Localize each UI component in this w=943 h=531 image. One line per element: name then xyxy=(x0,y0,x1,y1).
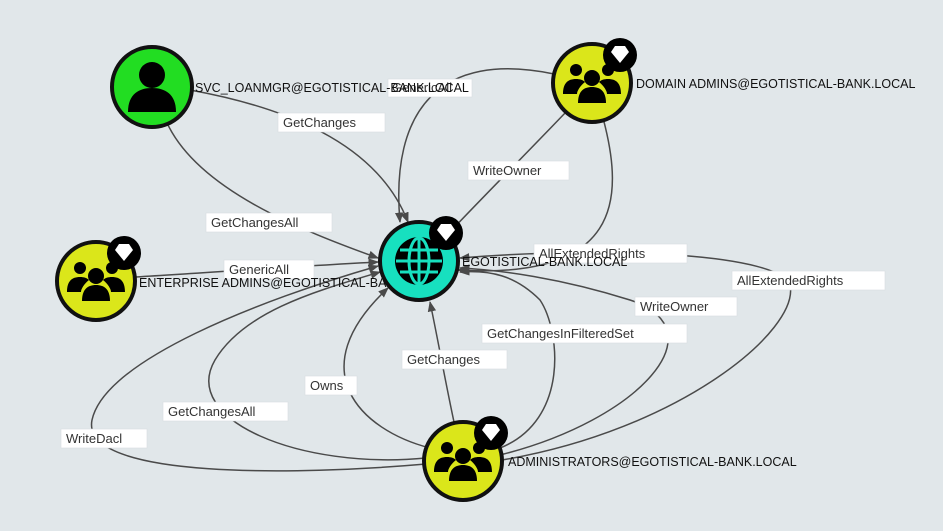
svg-text:Owns: Owns xyxy=(310,378,344,393)
edge-label-adm-writeowner[interactable]: WriteOwner xyxy=(634,296,738,317)
group-icon xyxy=(434,442,492,481)
edge-label-ea-genericall[interactable]: GenericAll xyxy=(223,259,315,280)
node-domain-label: EGOTISTICAL-BANK.LOCAL xyxy=(462,255,627,269)
edge-label-adm-getchangesinfilteredset[interactable]: GetChangesInFilteredSet xyxy=(481,323,688,344)
edge-da-allextendedrights[interactable] xyxy=(456,117,614,275)
edge-svc-getchangesall[interactable] xyxy=(167,124,379,259)
edge-svc-getchanges[interactable] xyxy=(189,89,409,223)
edge-label-da-genericall[interactable]: GenericAll xyxy=(387,78,473,98)
svg-text:GetChanges: GetChanges xyxy=(407,352,480,367)
svg-text:GenericAll: GenericAll xyxy=(229,262,289,277)
globe-icon xyxy=(395,236,443,286)
svg-text:GetChanges: GetChanges xyxy=(283,115,356,130)
node-domain-admins[interactable]: DOMAIN ADMINS@EGOTISTICAL-BANK.LOCAL xyxy=(551,38,915,124)
edge-adm-getchangesinfilteredset[interactable] xyxy=(458,267,556,449)
svg-text:WriteOwner: WriteOwner xyxy=(640,299,709,314)
edge-label-adm-getchangesall[interactable]: GetChangesAll xyxy=(162,401,289,422)
diamond-icon xyxy=(429,216,463,250)
edge-label-adm-owns[interactable]: Owns xyxy=(304,375,358,396)
svg-text:GenericAll: GenericAll xyxy=(392,80,452,95)
edge-label-svc-getchanges[interactable]: GetChanges xyxy=(277,112,386,133)
diamond-icon xyxy=(107,236,141,270)
svg-text:AllExtendedRights: AllExtendedRights xyxy=(737,273,844,288)
diamond-icon xyxy=(474,416,508,450)
node-svc-loanmgr[interactable]: SVC_LOANMGR@EGOTISTICAL-BANK.LOCAL xyxy=(110,45,469,129)
edge-adm-getchangesall[interactable] xyxy=(208,270,427,461)
edge-label-da-allextendedrights[interactable]: AllExtendedRights xyxy=(533,243,688,264)
edge-adm-writedacl[interactable] xyxy=(91,264,427,472)
node-enterprise-admins-label: ENTERPRISE ADMINS@EGOTISTICAL-BANK.LOCAL xyxy=(139,276,448,290)
node-domain-admins-label: DOMAIN ADMINS@EGOTISTICAL-BANK.LOCAL xyxy=(636,77,915,91)
edge-label-svc-getchangesall[interactable]: GetChangesAll xyxy=(205,212,333,233)
edge-label-adm-allextendedrights[interactable]: AllExtendedRights xyxy=(731,270,886,291)
node-administrators[interactable]: ADMINISTRATORS@EGOTISTICAL-BANK.LOCAL xyxy=(422,416,797,502)
node-administrators-label: ADMINISTRATORS@EGOTISTICAL-BANK.LOCAL xyxy=(508,455,797,469)
svg-text:WriteOwner: WriteOwner xyxy=(473,163,542,178)
edge-label-adm-getchanges[interactable]: GetChanges xyxy=(401,349,508,370)
edge-label-adm-writedacl[interactable]: WriteDacl xyxy=(60,428,148,449)
diamond-icon xyxy=(603,38,637,72)
edge-labels-layer: GetChanges GetChangesAll GenericAll Writ… xyxy=(60,78,886,449)
node-enterprise-admins[interactable]: ENTERPRISE ADMINS@EGOTISTICAL-BANK.LOCAL xyxy=(55,236,448,322)
svg-text:WriteDacl: WriteDacl xyxy=(66,431,122,446)
svg-text:GetChangesInFilteredSet: GetChangesInFilteredSet xyxy=(487,326,634,341)
svg-text:AllExtendedRights: AllExtendedRights xyxy=(539,246,646,261)
node-domain[interactable]: EGOTISTICAL-BANK.LOCAL xyxy=(378,216,627,302)
svg-text:GetChangesAll: GetChangesAll xyxy=(168,404,256,419)
node-svc-loanmgr-label: SVC_LOANMGR@EGOTISTICAL-BANK.LOCAL xyxy=(195,81,469,95)
user-icon xyxy=(128,62,176,112)
edge-label-da-writeowner[interactable]: WriteOwner xyxy=(467,160,570,181)
svg-text:GetChangesAll: GetChangesAll xyxy=(211,215,299,230)
